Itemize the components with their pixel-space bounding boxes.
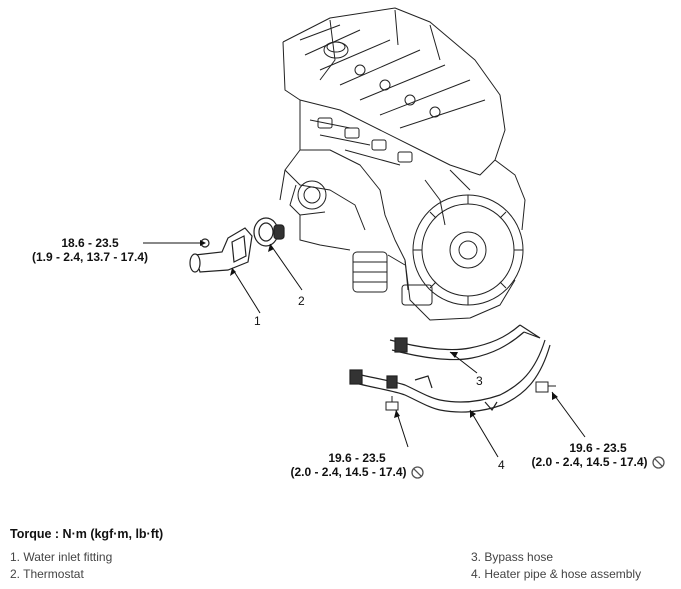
- no-reuse-icon: [651, 456, 665, 469]
- legend-item-3: 3. Bypass hose: [471, 550, 554, 564]
- leader-lines: [143, 242, 586, 458]
- engine-block-illustration: [279, 7, 526, 321]
- left-bolt-torque-value: 19.6 - 23.5: [328, 451, 386, 465]
- legend-item-4: 4. Heater pipe & hose assembly: [471, 567, 642, 581]
- left-bolt-torque-range: (2.0 - 2.4, 14.5 - 17.4): [290, 465, 407, 479]
- bolt-illustrations: [385, 381, 556, 411]
- bypass-hose-illustration: [389, 324, 541, 361]
- thermostat-illustration: [253, 217, 285, 247]
- part-number-1: 1: [254, 314, 261, 328]
- right-bolt-torque-value: 19.6 - 23.5: [569, 441, 627, 455]
- torque-unit-title: Torque : N·m (kgf·m, lb·ft): [10, 527, 164, 541]
- part-number-3: 3: [476, 374, 483, 388]
- left-bolt-torque-callout: 19.6 - 23.5 (2.0 - 2.4, 14.5 - 17.4): [272, 451, 442, 479]
- legend-item-2: 2. Thermostat: [10, 567, 84, 581]
- right-bolt-torque-range: (2.0 - 2.4, 14.5 - 17.4): [531, 455, 648, 469]
- part-number-2: 2: [298, 294, 305, 308]
- water-inlet-fitting-illustration: [189, 227, 253, 273]
- no-reuse-icon: [410, 466, 424, 479]
- fitting-torque-callout: 18.6 - 23.5 (1.9 - 2.4, 13.7 - 17.4): [20, 236, 160, 264]
- fitting-torque-range: (1.9 - 2.4, 13.7 - 17.4): [31, 250, 149, 264]
- exploded-diagram: [143, 7, 586, 458]
- fitting-torque-value: 18.6 - 23.5: [61, 236, 119, 250]
- right-bolt-torque-callout: 19.6 - 23.5 (2.0 - 2.4, 14.5 - 17.4): [515, 441, 681, 469]
- legend-item-1: 1. Water inlet fitting: [10, 550, 113, 564]
- part-number-4: 4: [498, 458, 505, 472]
- heater-pipe-illustration: [349, 339, 551, 413]
